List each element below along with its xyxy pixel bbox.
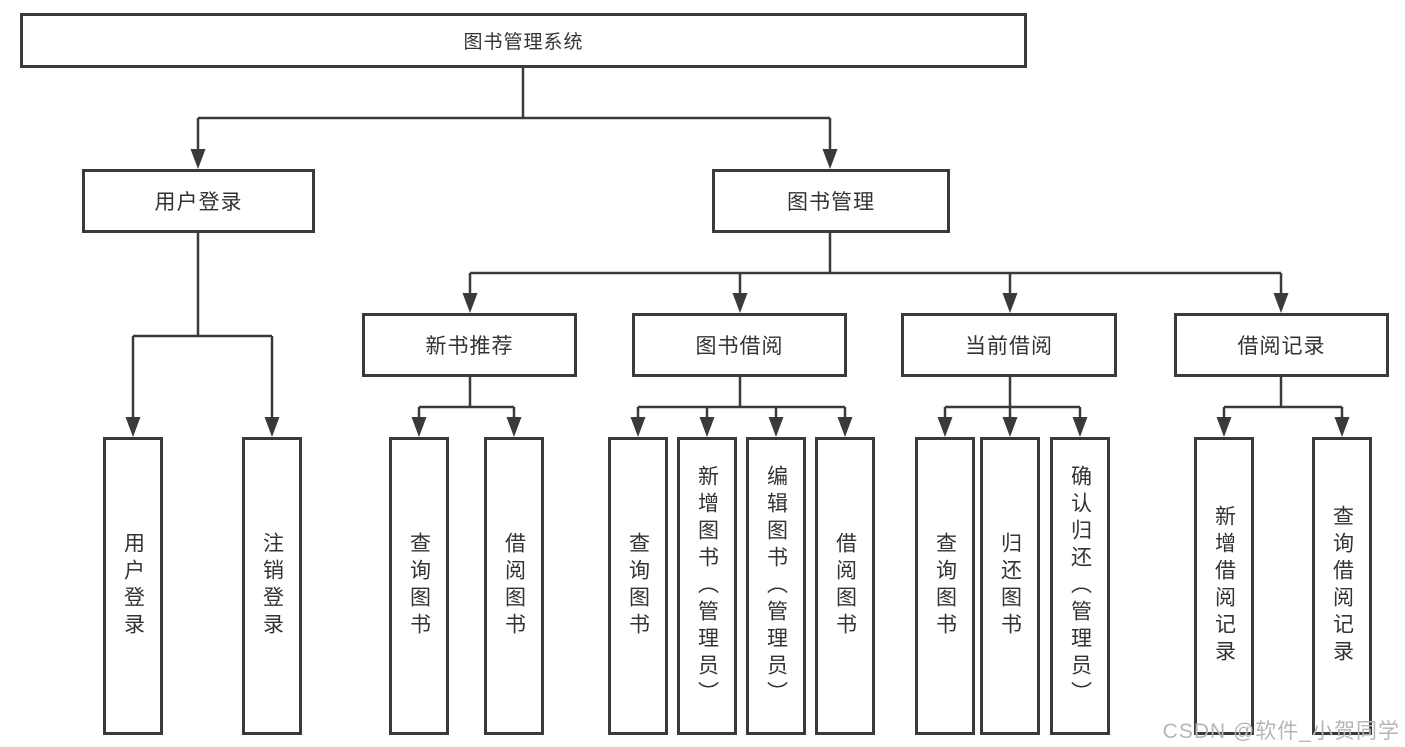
connector-paths [131,68,1344,423]
watermark: CSDN @软件_小贺同学 [1162,720,1400,743]
leaf-add-borrow-record: 新增借阅记录 [1194,437,1254,735]
leaf-borrow-book-recommend: 借阅图书 [484,437,544,735]
node-book-management: 图书管理 [712,169,950,233]
leaf-query-borrow-record: 查询借阅记录 [1312,437,1372,735]
node-book-management-system: 图书管理系统 [20,13,1027,68]
leaf-add-book-admin: 新增图书（管理员） [677,437,737,735]
leaf-confirm-return-admin: 确认归还（管理员） [1050,437,1110,735]
node-book-borrow: 图书借阅 [632,313,847,377]
leaf-logout: 注销登录 [242,437,302,735]
leaf-query-book-borrow: 查询图书 [608,437,668,735]
node-user-login: 用户登录 [82,169,315,233]
node-borrow-records: 借阅记录 [1174,313,1389,377]
leaf-edit-book-admin: 编辑图书（管理员） [746,437,806,735]
arrowheads [125,149,1350,437]
node-new-book-recommend: 新书推荐 [362,313,577,377]
leaf-query-book-current: 查询图书 [915,437,975,735]
leaf-query-book-recommend: 查询图书 [389,437,449,735]
leaf-return-book: 归还图书 [980,437,1040,735]
node-current-borrow: 当前借阅 [901,313,1117,377]
leaf-borrow-book: 借阅图书 [815,437,875,735]
leaf-user-login: 用户登录 [103,437,163,735]
